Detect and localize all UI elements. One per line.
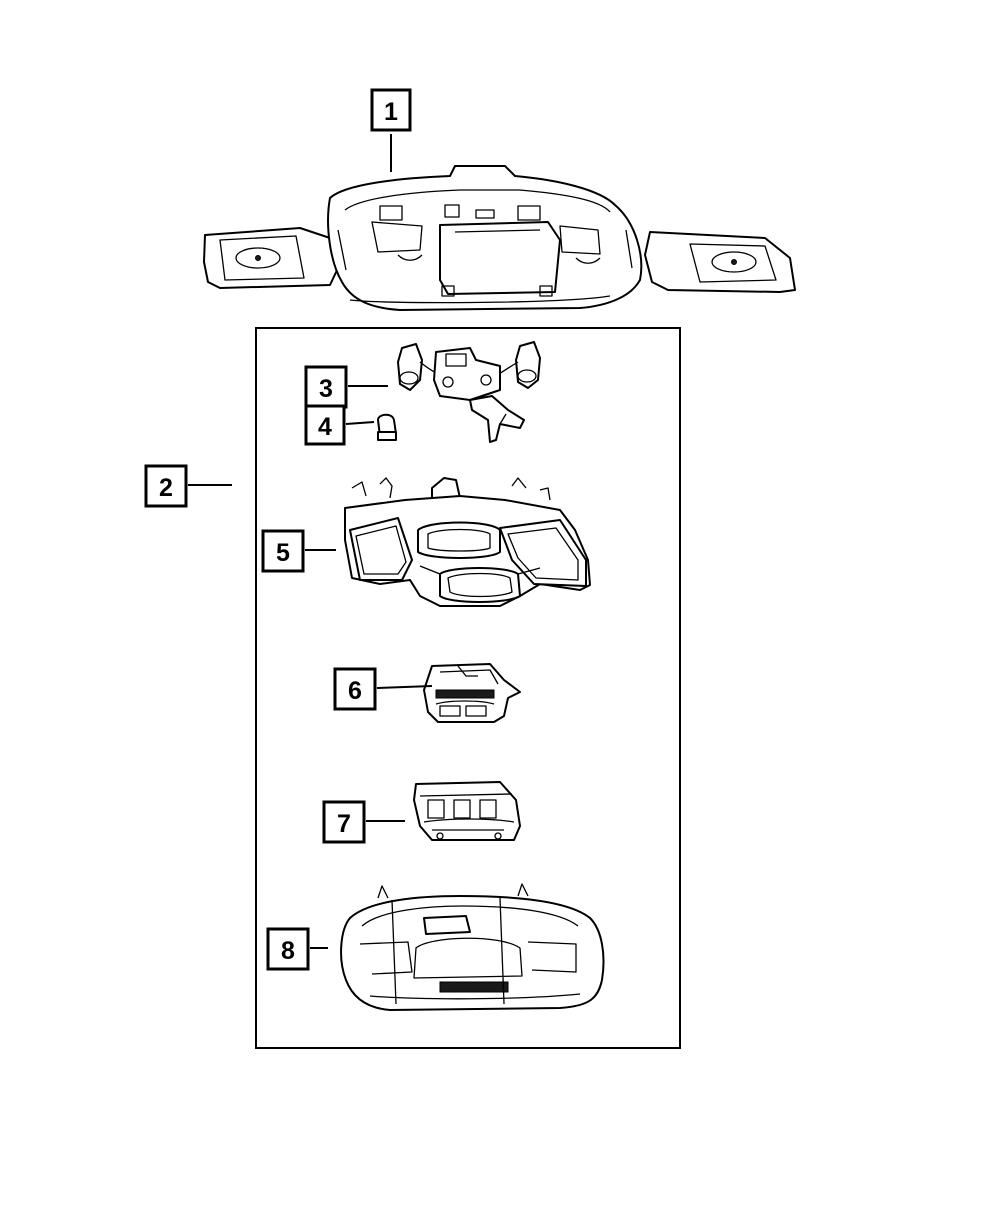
callout-1: 1 [370,88,412,132]
callout-6: 6 [333,667,377,711]
callout-2: 2 [144,464,188,508]
callout-4: 4 [304,404,346,446]
callout-label-1: 1 [384,98,398,126]
callout-label-7: 7 [337,810,351,838]
callout-label-2: 2 [159,474,173,502]
headliner-bracket-icon[interactable] [203,165,796,311]
callout-3: 3 [304,365,348,409]
callout-8: 8 [266,927,310,971]
bulb-icon[interactable] [377,413,397,441]
assembly-group-frame [255,327,681,1049]
lamp-harness-socket-icon[interactable] [397,341,541,443]
overhead-console-housing-icon[interactable] [344,477,591,607]
callout-label-4: 4 [318,413,332,441]
console-bezel-icon[interactable] [340,883,605,1011]
callout-7: 7 [322,800,366,844]
switch-module-icon[interactable] [413,781,521,841]
callout-label-6: 6 [348,677,362,705]
callout-label-3: 3 [319,375,333,403]
callout-label-5: 5 [276,539,290,567]
callout-5: 5 [261,529,305,573]
map-lamp-module-icon[interactable] [423,663,521,723]
callout-label-8: 8 [281,937,295,965]
